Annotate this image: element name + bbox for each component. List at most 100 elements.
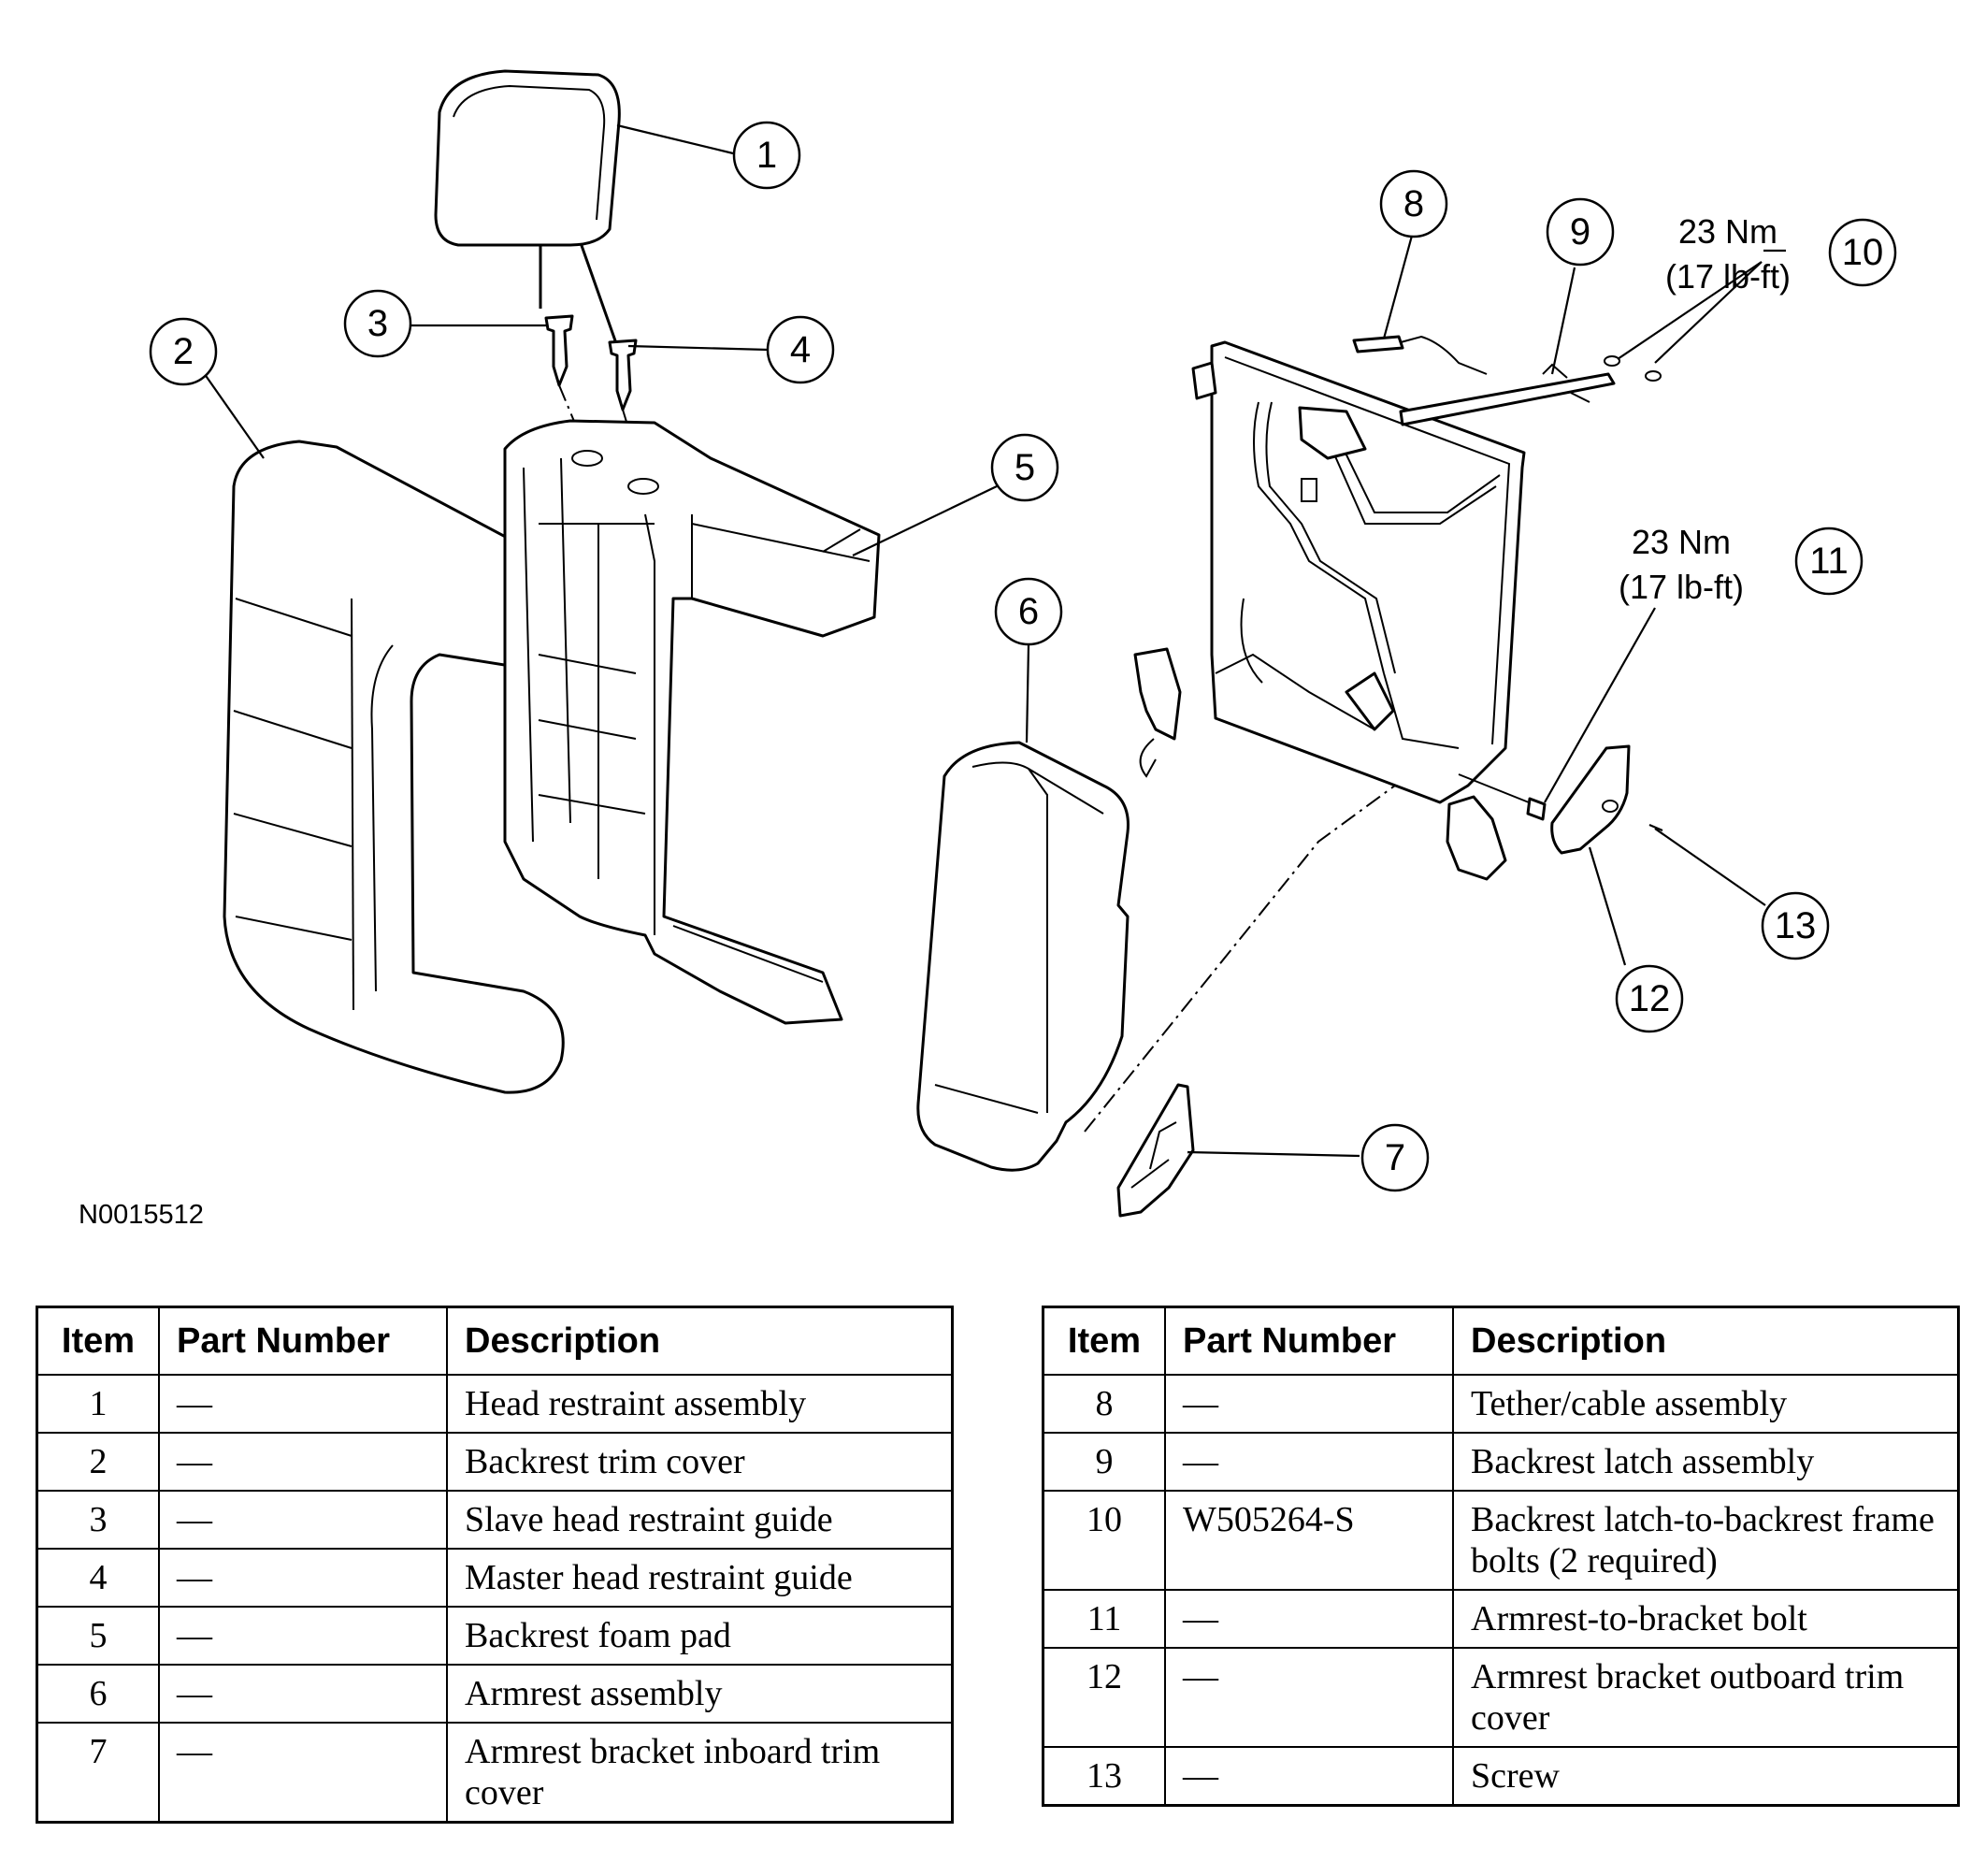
svg-text:(17 lb-ft): (17 lb-ft) [1619,568,1744,606]
table-row: 1 — Head restraint assembly [36,1374,954,1434]
leader-lines [201,123,1827,1158]
backrest-foam-pad-drawing [503,419,881,1025]
callout-11: 11 [1794,527,1864,596]
table-header-row: Item Part Number Description [1042,1306,1960,1376]
table-row: 12 — Armrest bracket outboard trim cover [1042,1647,1960,1748]
description-cell: Backrest trim cover [446,1432,954,1492]
table-row: 3 — Slave head restraint guide [36,1490,954,1550]
header-item: Item [1042,1306,1166,1376]
part-number-cell: — [1164,1432,1454,1492]
part-number-cell: — [158,1722,448,1824]
callout-10: 10 [1828,218,1897,287]
callout-12: 12 [1615,964,1684,1033]
torque-spec-10: 23 Nm (17 lb-ft) [1665,212,1791,296]
callout-13: 13 [1761,891,1830,960]
callout-3: 3 [343,289,412,358]
description-cell: Slave head restraint guide [446,1490,954,1550]
table-row: 7 — Armrest bracket inboard trim cover [36,1722,954,1824]
item-cell: 2 [36,1432,160,1492]
part-number-cell: — [158,1606,448,1666]
callout-7: 7 [1360,1123,1430,1192]
svg-text:13: 13 [1775,905,1817,946]
header-description: Description [1452,1306,1960,1376]
description-cell: Backrest foam pad [446,1606,954,1666]
svg-text:8: 8 [1403,183,1424,224]
table-header-row: Item Part Number Description [36,1306,954,1376]
header-part-number: Part Number [158,1306,448,1376]
part-number-cell: — [158,1490,448,1550]
item-cell: 11 [1042,1589,1166,1649]
svg-text:6: 6 [1018,591,1039,632]
table-row: 5 — Backrest foam pad [36,1606,954,1666]
item-cell: 1 [36,1374,160,1434]
item-cell: 13 [1042,1746,1166,1807]
table-row: 10 W505264-S Backrest latch-to-backrest … [1042,1490,1960,1591]
callout-8: 8 [1379,169,1448,238]
parts-table-left: Item Part Number Description 1 — Head re… [36,1306,954,1824]
item-cell: 10 [1042,1490,1166,1591]
callout-2: 2 [149,317,218,386]
parts-table-right: Item Part Number Description 8 — Tether/… [1042,1306,1960,1807]
part-number-cell: — [1164,1746,1454,1807]
description-cell: Master head restraint guide [446,1548,954,1608]
tether-cable-drawing [1352,335,1488,375]
svg-text:1: 1 [756,135,777,176]
table-row: 13 — Screw [1042,1746,1960,1807]
item-cell: 9 [1042,1432,1166,1492]
part-number-cell: — [158,1432,448,1492]
table-row: 4 — Master head restraint guide [36,1548,954,1608]
torque-spec-11: 23 Nm (17 lb-ft) [1619,523,1744,606]
description-cell: Screw [1452,1746,1960,1807]
header-item: Item [36,1306,160,1376]
svg-text:3: 3 [367,303,388,344]
svg-text:9: 9 [1570,211,1590,253]
inboard-trim-cover-drawing [1116,1083,1195,1218]
svg-text:23 Nm: 23 Nm [1678,212,1777,251]
part-number-cell: — [1164,1374,1454,1434]
description-cell: Head restraint assembly [446,1374,954,1434]
svg-text:10: 10 [1842,232,1884,273]
part-number-cell: — [158,1374,448,1434]
part-number-cell: — [158,1548,448,1608]
description-cell: Armrest bracket outboard trim cover [1452,1647,1960,1748]
callout-4: 4 [766,315,835,384]
header-description: Description [446,1306,954,1376]
backrest-frame-drawing [1133,340,1526,881]
callout-9: 9 [1546,197,1615,267]
table-row: 8 — Tether/cable assembly [1042,1374,1960,1434]
part-number-cell: — [158,1664,448,1724]
item-cell: 3 [36,1490,160,1550]
svg-text:11: 11 [1809,541,1849,582]
svg-text:4: 4 [790,329,811,370]
item-cell: 4 [36,1548,160,1608]
outboard-trim-cover-drawing [1550,744,1631,855]
description-cell: Backrest latch assembly [1452,1432,1960,1492]
item-cell: 7 [36,1722,160,1824]
armrest-bolt-drawing [1458,773,1547,821]
svg-text:2: 2 [173,331,194,372]
description-cell: Armrest bracket inboard trim cover [446,1722,954,1824]
description-cell: Backrest latch-to-backrest frame bolts (… [1452,1490,1960,1591]
table-row: 11 — Armrest-to-bracket bolt [1042,1589,1960,1649]
header-part-number: Part Number [1164,1306,1454,1376]
part-number-cell: — [1164,1647,1454,1748]
armrest-assembly-drawing [916,741,1130,1172]
item-cell: 12 [1042,1647,1166,1748]
table-row: 9 — Backrest latch assembly [1042,1432,1960,1492]
figure-id: N0015512 [79,1200,204,1230]
svg-text:5: 5 [1015,447,1035,488]
table-row: 6 — Armrest assembly [36,1664,954,1724]
svg-text:23 Nm: 23 Nm [1632,523,1731,561]
description-cell: Armrest-to-bracket bolt [1452,1589,1960,1649]
callout-5: 5 [990,433,1059,502]
callout-6: 6 [994,577,1063,646]
backrest-latch-drawing [1399,355,1662,426]
item-cell: 8 [1042,1374,1166,1434]
part-number-cell: — [1164,1589,1454,1649]
head-restraint-drawing [434,69,621,347]
table-row: 2 — Backrest trim cover [36,1432,954,1492]
svg-text:12: 12 [1629,978,1671,1019]
svg-text:(17 lb-ft): (17 lb-ft) [1665,257,1791,296]
description-cell: Armrest assembly [446,1664,954,1724]
part-number-cell: W505264-S [1164,1490,1454,1591]
